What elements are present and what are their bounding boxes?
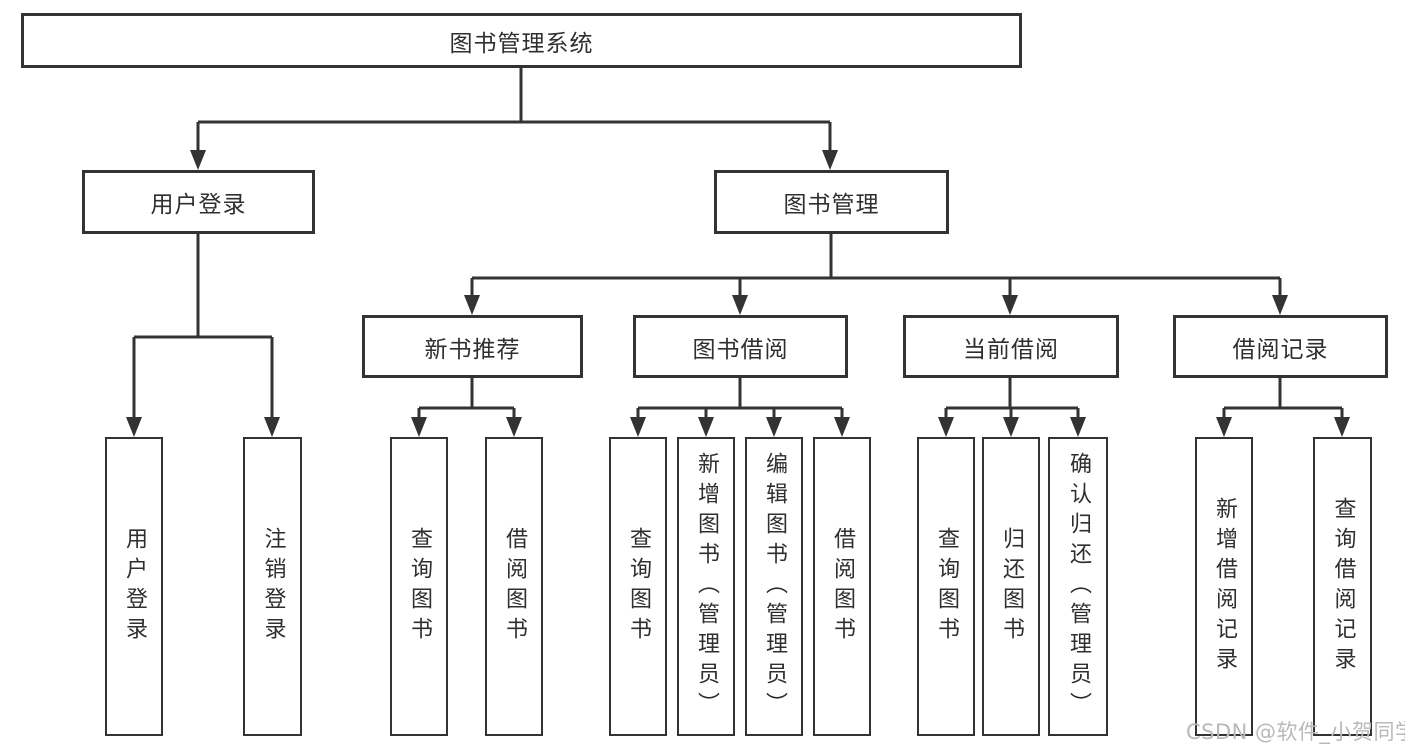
node-book-borrow: 图书借阅 [633,315,848,378]
leaf-nbr-query-books: 查询图书 [390,437,448,736]
node-borrow-records: 借阅记录 [1173,315,1388,378]
leaf-cb-confirm-return-admin: 确认归还（管理员） [1048,437,1108,736]
node-root-library-management-system: 图书管理系统 [21,13,1022,68]
leaf-bb-edit-books-admin: 编辑图书（管理员） [745,437,803,736]
leaf-bb-borrow-books-label: 借阅图书 [830,526,855,647]
leaf-br-add-record: 新增借阅记录 [1195,437,1253,736]
leaf-bb-query-books: 查询图书 [609,437,667,736]
leaf-br-query-record: 查询借阅记录 [1313,437,1372,736]
node-new-book-recommend: 新书推荐 [362,315,583,378]
leaf-bb-edit-books-admin-label: 编辑图书（管理员） [762,451,787,722]
csdn-watermark: CSDN @软件_小贺同学 [1186,720,1405,744]
leaf-logout: 注销登录 [243,437,302,736]
leaf-br-add-record-label: 新增借阅记录 [1212,496,1237,677]
leaf-user-login-label: 用户登录 [122,526,147,647]
leaf-user-login: 用户登录 [105,437,163,736]
node-book-management: 图书管理 [714,170,949,234]
arrowheads [126,150,1350,437]
leaf-nbr-borrow-books-label: 借阅图书 [502,526,527,647]
leaf-bb-borrow-books: 借阅图书 [813,437,871,736]
leaf-cb-query-books-label: 查询图书 [934,526,959,647]
leaf-logout-label: 注销登录 [260,526,286,647]
leaf-bb-add-books-admin-label: 新增图书（管理员） [694,451,719,722]
leaf-cb-return-books-label: 归还图书 [999,526,1024,647]
leaf-nbr-borrow-books: 借阅图书 [485,437,543,736]
leaf-cb-return-books: 归还图书 [982,437,1040,736]
node-current-borrow: 当前借阅 [903,315,1119,378]
leaf-br-query-record-label: 查询借阅记录 [1330,496,1356,677]
connector-lines [132,68,1344,424]
node-user-login: 用户登录 [82,170,315,234]
leaf-bb-query-books-label: 查询图书 [626,526,651,647]
leaf-nbr-query-books-label: 查询图书 [407,526,432,647]
leaf-bb-add-books-admin: 新增图书（管理员） [677,437,735,736]
leaf-cb-confirm-return-admin-label: 确认归还（管理员） [1066,451,1091,722]
leaf-cb-query-books: 查询图书 [917,437,975,736]
